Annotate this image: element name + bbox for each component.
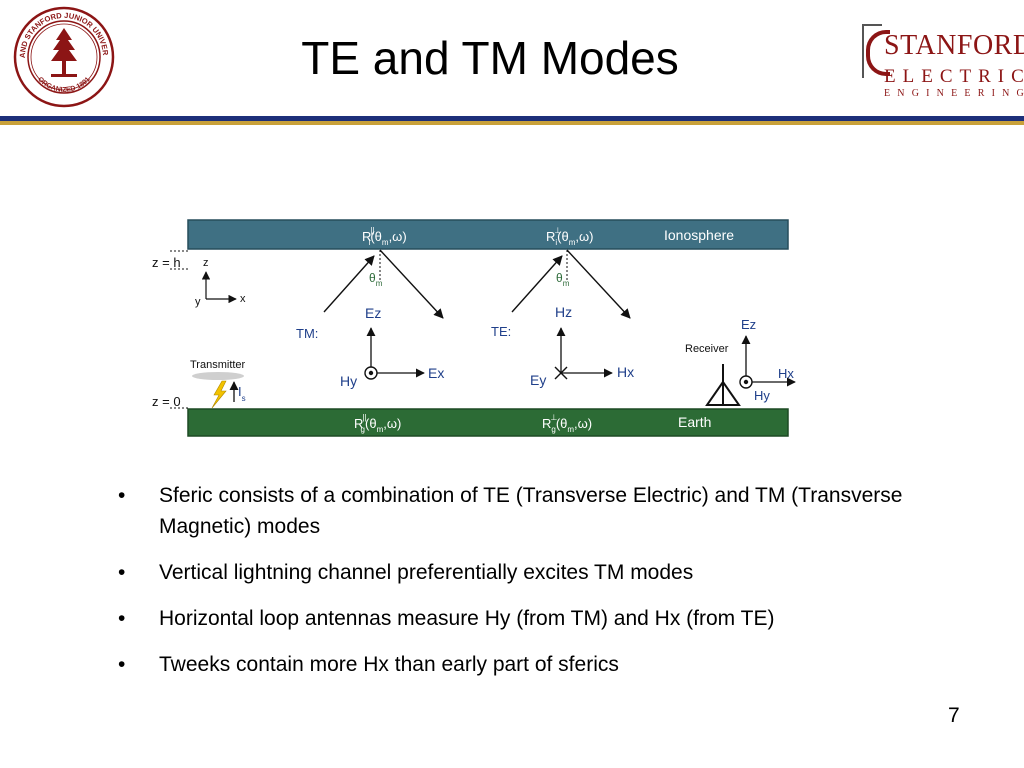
tm-theta-label: θm	[369, 271, 383, 288]
slide-title: TE and TM Modes	[301, 32, 679, 84]
tm-reflected-ray	[379, 249, 444, 319]
rx-hx-label: Hx	[778, 366, 794, 381]
z-0-label: z = 0	[152, 394, 181, 409]
logo-bracket	[862, 24, 882, 78]
bullet-item: • Tweeks contain more Hx than early part …	[118, 649, 918, 680]
tree-icon	[51, 28, 77, 77]
te-incident-ray	[511, 255, 563, 313]
stanford-ee-logo: STANFORD ELECTRICAL ENGINEERING	[858, 22, 1024, 102]
iono-te-coeff-sup: ⊥	[554, 226, 561, 235]
iono-te-coefficient: R⊥ i(θm,ω)	[546, 226, 593, 247]
source-current-label: Is	[238, 384, 246, 403]
ground-te-coeff-sub: g	[551, 425, 555, 434]
te-hx-label: Hx	[617, 364, 634, 380]
ground-tm-coeff-r: R	[354, 416, 363, 431]
te-ey-cross-icon	[554, 366, 568, 380]
ground-te-coefficient: R⊥ g(θm,ω)	[542, 413, 592, 434]
rx-ez-label: Ez	[741, 317, 756, 332]
logo-electrical-text: ELECTRICAL	[884, 66, 1024, 87]
bullet-list: • Sferic consists of a combination of TE …	[118, 480, 918, 695]
ground-te-coeff-r: R	[542, 416, 551, 431]
ground-tm-coeff-theta-sub: m	[377, 425, 384, 434]
iono-tm-coeff-close: ,ω)	[389, 229, 407, 244]
te-ey-label: Ey	[530, 372, 546, 388]
iono-te-coeff-sub: i	[555, 238, 557, 247]
bullet-text: Vertical lightning channel preferentiall…	[159, 561, 694, 584]
bullet-text: Horizontal loop antennas measure Hy (fro…	[159, 607, 775, 630]
bullet-text: Tweeks contain more Hx than early part o…	[159, 653, 619, 676]
antenna-icon	[705, 364, 741, 406]
axis-y-label: y	[195, 296, 201, 308]
te-reflected-ray	[566, 249, 631, 319]
earth-label: Earth	[678, 414, 711, 430]
bullet-item: • Sferic consists of a combination of TE …	[118, 480, 918, 542]
te-theta-main: θ	[556, 271, 563, 285]
bullet-item: • Vertical lightning channel preferential…	[118, 557, 918, 588]
bullet-glyph: •	[118, 607, 126, 630]
iono-te-coeff-close: ,ω)	[575, 229, 593, 244]
source-current-main: I	[238, 384, 242, 399]
tm-theta-sub: m	[376, 279, 383, 288]
title-rule	[0, 116, 1024, 125]
tm-mode-label: TM:	[296, 326, 318, 341]
ground-tm-coeff-close: ,ω)	[383, 416, 401, 431]
bullet-item: • Horizontal loop antennas measure Hy (fr…	[118, 603, 918, 634]
te-theta-label: θm	[556, 271, 570, 288]
source-current-sub: s	[242, 394, 246, 403]
axis-z-label: z	[203, 257, 209, 269]
iono-te-coeff-r: R	[546, 229, 555, 244]
receiver-label: Receiver	[685, 343, 729, 355]
tm-hy-dot-center	[368, 370, 374, 376]
ground-te-coeff-sup: ⊥	[550, 413, 557, 422]
rx-hy-dot-center	[743, 379, 749, 385]
lightning-bolt-icon	[211, 380, 227, 409]
page-number: 7	[948, 704, 960, 727]
ionosphere-label: Ionosphere	[664, 227, 734, 243]
bullet-text: Sferic consists of a combination of TE (…	[159, 484, 903, 538]
iono-tm-coefficient: R|| i(θm,ω)	[362, 226, 407, 247]
logo-engineering-text: ENGINEERING	[884, 88, 1024, 99]
stanford-seal-logo: LELAND STANFORD JUNIOR UNIVERSITY ORGANI…	[13, 6, 115, 108]
iono-tm-coeff-r: R	[362, 229, 371, 244]
ground-te-coeff-close: ,ω)	[574, 416, 592, 431]
ground-tm-coeff-sub: g	[361, 425, 365, 434]
iono-te-coeff-theta-sub: m	[569, 238, 576, 247]
ionosphere-layer	[187, 219, 789, 250]
iono-tm-coeff-open: (θ	[370, 229, 382, 244]
iono-tm-coeff-sup: ||	[370, 226, 374, 235]
tm-ez-label: Ez	[365, 305, 381, 321]
transmitter-label: Transmitter	[190, 359, 246, 371]
iono-te-coeff-open: (θ	[557, 229, 569, 244]
axis-x-label: x	[240, 293, 246, 305]
ground-tm-coefficient: R|| g(θm,ω)	[354, 413, 401, 434]
ground-tm-coeff-open: (θ	[365, 416, 377, 431]
ground-tm-coeff-sup: ||	[362, 413, 366, 422]
bullet-glyph: •	[118, 653, 126, 676]
iono-tm-coeff-sub: i	[369, 238, 371, 247]
ground-te-coeff-theta-sub: m	[567, 425, 574, 434]
te-hz-label: Hz	[555, 304, 572, 320]
z-h-label: z = h	[152, 255, 181, 270]
te-theta-sub: m	[563, 279, 570, 288]
logo-stanford-text: STANFORD	[884, 30, 1024, 61]
waveguide-diagram: Ionosphere R||i(θm,ω) R⊥i(θm,ω) Earth R|…	[152, 219, 796, 437]
rx-hy-label: Hy	[754, 388, 770, 403]
bullet-glyph: •	[118, 484, 126, 507]
ground-te-coeff-open: (θ	[556, 416, 568, 431]
te-mode-label: TE:	[491, 324, 511, 339]
earth-layer	[187, 408, 789, 437]
cloud-icon	[192, 372, 244, 380]
iono-tm-coeff-theta-sub: m	[382, 238, 389, 247]
logo-mark-icon	[866, 30, 890, 76]
tm-hy-label: Hy	[340, 373, 357, 389]
bullet-glyph: •	[118, 561, 126, 584]
tm-ex-label: Ex	[428, 365, 444, 381]
tm-theta-main: θ	[369, 271, 376, 285]
tm-incident-ray	[323, 255, 375, 313]
